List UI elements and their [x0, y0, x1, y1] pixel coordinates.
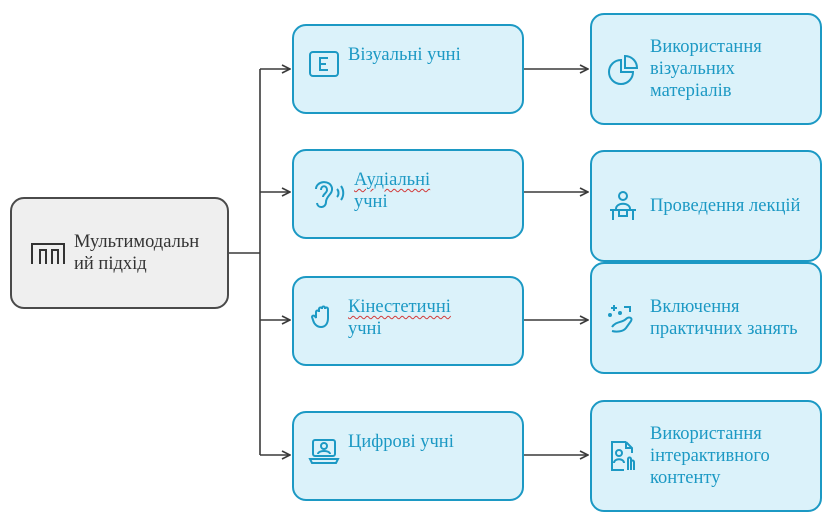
kinesthetic-learners-word-1: Кінестетичні: [348, 297, 451, 317]
node-auditory-method: Проведення лекцій: [590, 150, 822, 262]
ear-icon: [315, 181, 345, 208]
sparkle-hand-icon: [608, 305, 633, 333]
comb-icon: [31, 243, 65, 264]
pie-chart-icon: [608, 54, 639, 85]
laptop-user-icon: [308, 439, 340, 464]
auditory-learners-word-2: учні: [354, 192, 388, 212]
visual-method-label: Використання візуальних матеріалів: [650, 37, 762, 101]
letter-e-icon: [309, 51, 339, 77]
root-node: Мультимодальний підхід: [10, 197, 229, 309]
auditory-method-label: Проведення лекцій: [650, 196, 801, 216]
node-visual-learners: Візуальні учні: [292, 24, 524, 114]
visual-learners-label: Візуальні учні: [348, 45, 461, 65]
node-visual-method: Використання візуальних матеріалів: [590, 13, 822, 125]
interactive-content-icon: [611, 441, 635, 471]
digital-learners-label: Цифрові учні: [348, 432, 454, 452]
root-label: Мультимодальний підхід: [74, 232, 200, 274]
digital-method-label: Використання інтерактивного контенту: [650, 424, 770, 488]
kinesthetic-learners-word-2: учні: [348, 319, 382, 339]
lecturer-icon: [610, 191, 636, 220]
node-kinesthetic-method: Включення практичних занять: [590, 262, 822, 374]
node-digital-method: Використання інтерактивного контенту: [590, 400, 822, 512]
hand-icon: [310, 305, 329, 329]
auditory-learners-word-1: Аудіальні: [354, 170, 431, 190]
kinesthetic-method-label: Включення практичних занять: [650, 297, 798, 339]
node-digital-learners: Цифрові учні: [292, 411, 524, 501]
